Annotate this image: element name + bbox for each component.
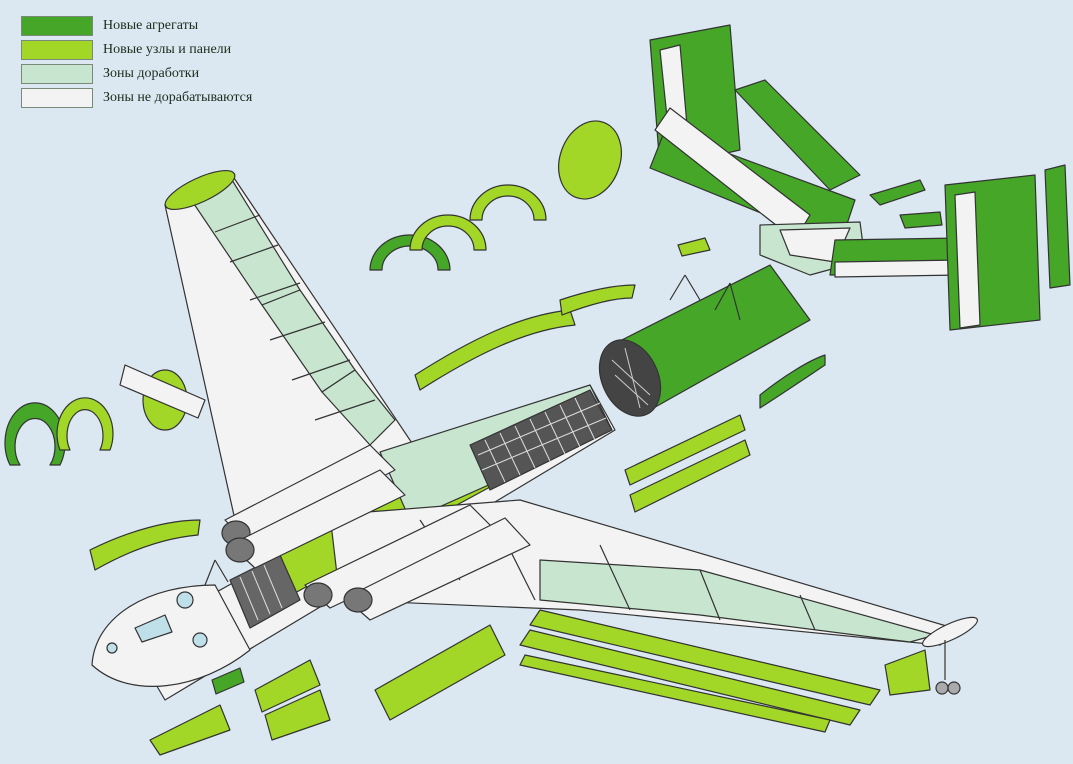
legend-swatch (21, 40, 93, 60)
frame-ring-left-2 (56, 397, 114, 451)
panel-lower-2 (254, 659, 321, 713)
legend-item: Зоны не дорабатываются (21, 86, 252, 110)
legend-label: Новые агрегаты (103, 18, 199, 33)
left-wing (164, 170, 421, 521)
nose-cockpit (91, 584, 251, 687)
panel-mid-3 (759, 354, 826, 409)
legend-label: Зоны доработки (103, 66, 200, 81)
panel-lower-3 (264, 689, 331, 741)
rear-fuselage-section (598, 264, 811, 417)
legend-swatch (21, 88, 93, 108)
engines (221, 444, 531, 621)
legend-label: Зоны не дорабатываются (103, 90, 253, 105)
skin-panels (89, 237, 931, 756)
panel-lower-4 (149, 704, 231, 756)
tail-assembly (649, 24, 1071, 331)
frame-ring-3 (469, 184, 547, 221)
fairing-small (677, 237, 711, 257)
strip-1 (529, 609, 881, 706)
fuselage-frames (4, 120, 622, 466)
frame-bar (119, 364, 206, 419)
legend-swatch (21, 64, 93, 84)
legend-item: Зоны доработки (21, 62, 252, 86)
frame-ring-left-1 (4, 402, 66, 466)
strip-end (884, 649, 931, 696)
legend-item: Новые агрегаты (21, 14, 252, 38)
panel-lower-1 (374, 624, 506, 721)
strip-2 (519, 629, 861, 726)
panel-left (89, 519, 201, 571)
engine-right-2 (343, 517, 531, 621)
engine-left-upper-2 (225, 469, 406, 569)
legend-swatch (21, 16, 93, 36)
strip-3 (519, 654, 831, 733)
legend-label: Новые узлы и панели (103, 42, 232, 57)
frame-ring-1 (369, 234, 451, 271)
legend-item: Новые узлы и панели (21, 38, 252, 62)
panel-upper-2 (559, 284, 636, 316)
panel-mid-1 (624, 414, 746, 486)
frame-disc (558, 120, 622, 200)
panel-mid-2 (629, 439, 751, 513)
panel-upper-1 (414, 309, 576, 391)
frame-ring-2 (409, 214, 487, 251)
panel-lower-5 (211, 667, 245, 695)
